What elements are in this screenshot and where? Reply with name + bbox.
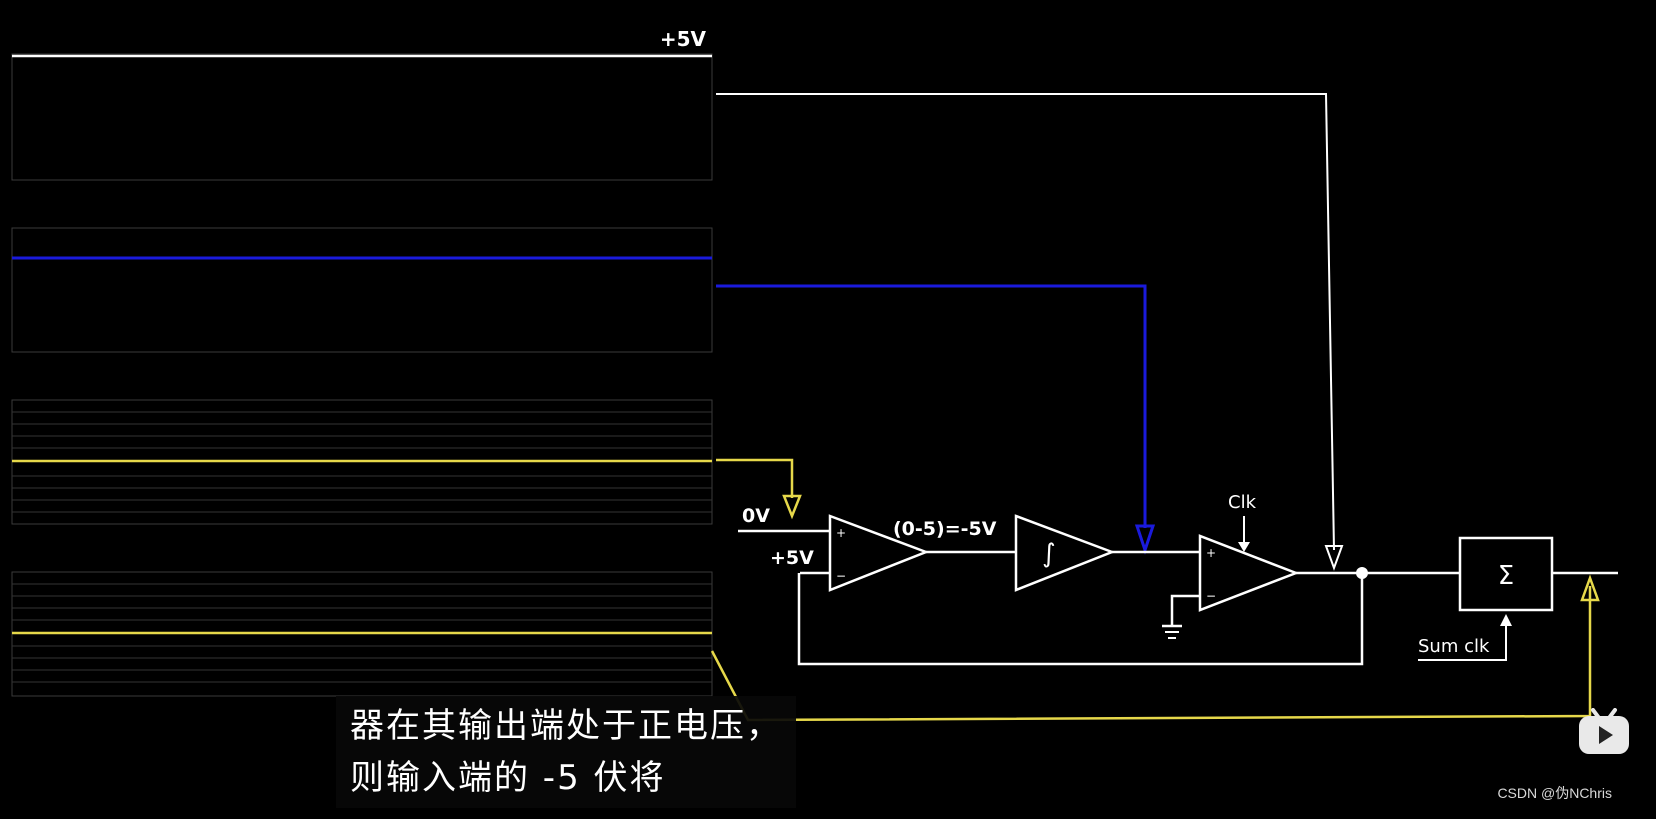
wire-blue-to-integrator-output bbox=[716, 284, 1147, 528]
plot-panel-white: +5V bbox=[11, 27, 713, 181]
subtitle-line-2: 则输入端的 -5 伏将 bbox=[350, 758, 666, 798]
sum-clk-arrow-head bbox=[1500, 614, 1512, 626]
subtitle-line-1: 器在其输出端处于正电压， bbox=[350, 706, 782, 746]
watermark-text: CSDN @伪NChris bbox=[1497, 785, 1612, 801]
integrator-triangle bbox=[1014, 514, 1116, 592]
label-0v: 0V bbox=[742, 505, 770, 527]
subtitle-caption: 器在其输出端处于正电压， 则输入端的 -5 伏将 bbox=[336, 696, 796, 808]
arrow-yellow-up bbox=[1580, 574, 1600, 602]
integrator-symbol: ∫ bbox=[1042, 539, 1056, 569]
arrow-blue-down bbox=[1134, 524, 1156, 555]
plot-label-top: +5V bbox=[660, 27, 707, 51]
diff-amp-plus-sign: + bbox=[836, 526, 846, 540]
feedback-loop-wire bbox=[797, 573, 1364, 666]
label-clk: Clk bbox=[1228, 492, 1257, 513]
plot-frame bbox=[11, 53, 713, 181]
arrow-yellow-down bbox=[782, 494, 802, 520]
label-plus5v: +5V bbox=[770, 547, 814, 569]
comparator-minus-sign: − bbox=[1206, 589, 1216, 603]
sum-symbol: Σ bbox=[1498, 561, 1514, 591]
label-diff-result: (0-5)=-5V bbox=[893, 518, 997, 540]
wire-white-to-sum-node bbox=[716, 93, 1335, 551]
wire-yellow-to-sum-output bbox=[710, 586, 1592, 722]
plot-frame bbox=[11, 227, 713, 353]
video-logo-icon bbox=[1579, 708, 1629, 754]
wire-yellow-to-comparator-input bbox=[716, 458, 794, 498]
diff-amp-minus-sign: − bbox=[836, 569, 846, 583]
ground-wire bbox=[1170, 594, 1200, 626]
arrow-white-down bbox=[1324, 545, 1344, 571]
diff-amplifier-triangle bbox=[828, 514, 930, 592]
plot-panel-yellow-1 bbox=[11, 399, 713, 525]
sum-clk-wire bbox=[1418, 622, 1507, 661]
label-sum-clk: Sum clk bbox=[1418, 636, 1490, 657]
comparator-plus-sign: + bbox=[1206, 546, 1216, 560]
comparator-triangle bbox=[1198, 534, 1300, 612]
clk-arrow-head bbox=[1238, 542, 1250, 552]
plot-panel-yellow-2 bbox=[11, 571, 713, 697]
plot-panel-blue bbox=[11, 227, 713, 353]
